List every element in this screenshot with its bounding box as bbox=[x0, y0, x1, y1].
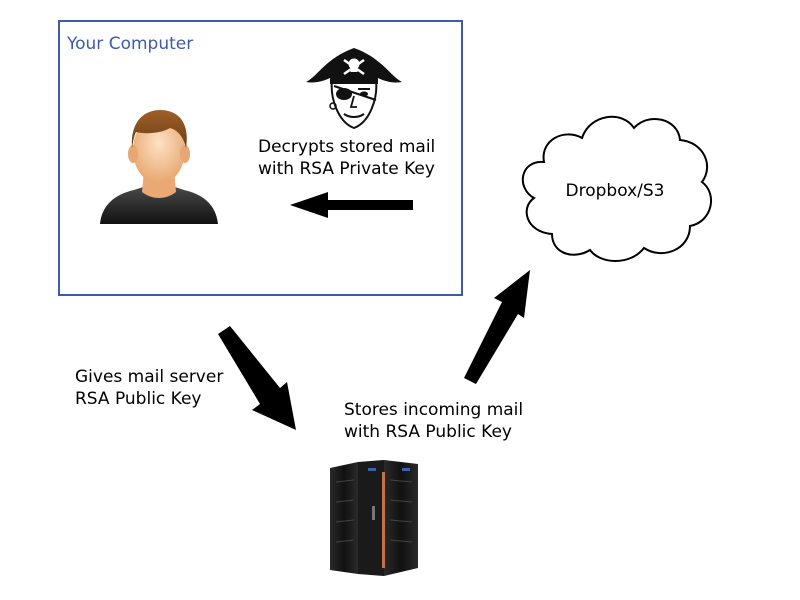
mail-server-label: Stores incoming mail with RSA Public Key bbox=[344, 399, 523, 443]
decrypt-label: Decrypts stored mail with RSA Private Ke… bbox=[258, 136, 435, 180]
user-avatar-icon bbox=[100, 110, 218, 224]
arrow-pirate-to-user bbox=[290, 192, 413, 218]
mail-server-label-line-2: with RSA Public Key bbox=[344, 422, 512, 442]
arrow-server-to-cloud bbox=[464, 270, 530, 384]
cloud-label: Dropbox/S3 bbox=[565, 181, 665, 201]
mail-server-label-line-1: Stores incoming mail bbox=[344, 400, 524, 420]
decrypt-label-line-2: with RSA Private Key bbox=[258, 159, 435, 179]
arrow-computer-to-server bbox=[218, 326, 296, 430]
computer-box bbox=[58, 20, 463, 296]
key-exchange-label-line-2: RSA Public Key bbox=[75, 389, 202, 409]
server-rack-icon bbox=[330, 460, 418, 576]
cloud-icon bbox=[521, 115, 712, 262]
key-exchange-label: Gives mail server RSA Public Key bbox=[75, 366, 223, 410]
pirate-icon bbox=[306, 48, 402, 130]
key-exchange-label-line-1: Gives mail server bbox=[75, 367, 224, 387]
decrypt-label-line-1: Decrypts stored mail bbox=[258, 137, 436, 157]
computer-title: Your Computer bbox=[67, 34, 194, 54]
